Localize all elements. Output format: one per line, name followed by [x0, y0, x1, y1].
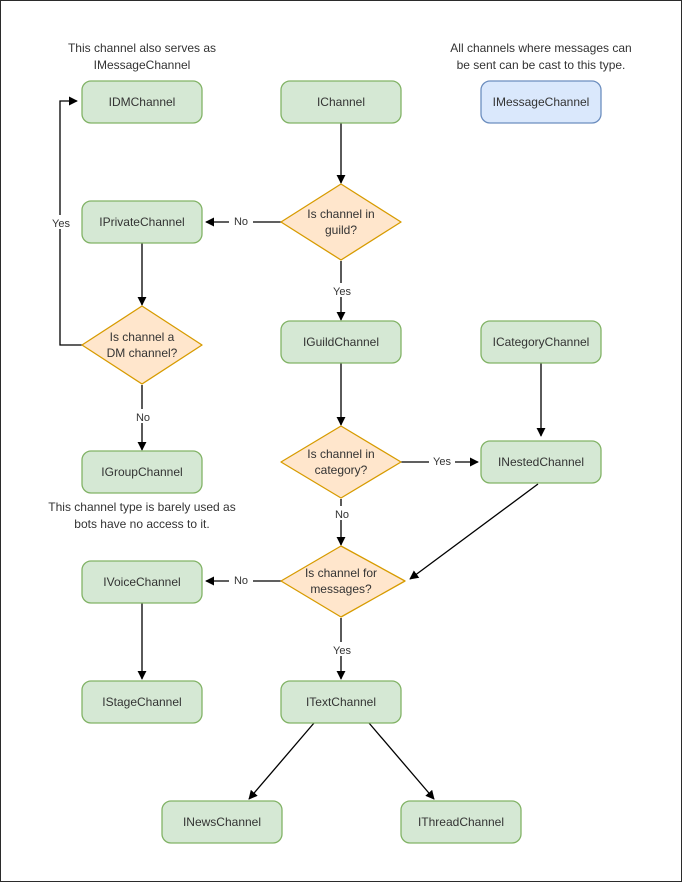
node-itextchannel[interactable]: ITextChannel: [280, 680, 402, 724]
node-iguildchannel[interactable]: IGuildChannel: [280, 320, 402, 364]
edge-itextchannel-to-ithreadchannel: [368, 722, 435, 800]
node-igroupchannel[interactable]: IGroupChannel: [81, 450, 203, 494]
node-istagechannel-label: IStageChannel: [102, 695, 181, 709]
node-ivoicechannel-box[interactable]: [81, 560, 203, 604]
node-itextchannel-label: ITextChannel: [306, 695, 376, 709]
node-icategorychannel-box[interactable]: [480, 320, 602, 364]
node-ithreadchannel-label: IThreadChannel: [418, 815, 504, 829]
note-message-line2: be sent can be cast to this type.: [457, 58, 626, 72]
node-ichannel-box[interactable]: [280, 80, 402, 124]
node-idmchannel[interactable]: IDMChannel: [81, 80, 203, 124]
decision-guild-line2: guild?: [325, 223, 357, 237]
node-istagechannel-box[interactable]: [81, 680, 203, 724]
edge-inestedchannel-to-messages-decision: [409, 483, 539, 580]
node-inewschannel-label: INewsChannel: [183, 815, 261, 829]
edge-label-category-yes: Yes: [433, 456, 451, 468]
node-itextchannel-box[interactable]: [280, 680, 402, 724]
node-imessagechannel[interactable]: IMessageChannel: [480, 80, 602, 124]
edge-label-messages-yes: Yes: [333, 645, 351, 657]
node-ichannel[interactable]: IChannel: [280, 80, 402, 124]
edge-label-bg-dm-yes: [48, 215, 74, 229]
decision-is-channel-in-category[interactable]: Is channel in category?: [280, 425, 402, 499]
decision-is-channel-in-guild[interactable]: Is channel in guild?: [280, 183, 402, 261]
node-igroupchannel-box[interactable]: [81, 450, 203, 494]
node-imessagechannel-box[interactable]: [480, 80, 602, 124]
note-message-channel: All channels where messages can be sent …: [450, 41, 631, 72]
decision-dm-line1: Is channel a: [110, 330, 175, 344]
edge-label-dm-no: No: [136, 412, 150, 424]
edge-label-category-no: No: [335, 509, 349, 521]
edge-label-guild-yes: Yes: [333, 286, 351, 298]
note-message-line1: All channels where messages can: [450, 41, 631, 55]
node-ichannel-label: IChannel: [317, 95, 365, 109]
node-inestedchannel[interactable]: INestedChannel: [480, 440, 602, 484]
node-ithreadchannel-box[interactable]: [400, 800, 522, 844]
node-inewschannel[interactable]: INewsChannel: [161, 800, 283, 844]
node-iprivatechannel-label: IPrivateChannel: [99, 215, 184, 229]
node-inewschannel-box[interactable]: [161, 800, 283, 844]
note-dm-line1: This channel also serves as: [68, 41, 216, 55]
node-iguildchannel-label: IGuildChannel: [303, 335, 379, 349]
edge-itextchannel-to-inewschannel: [248, 722, 315, 800]
edge-label-bg-guild-no: [229, 213, 253, 227]
note-dm-line2: IMessageChannel: [94, 58, 191, 72]
decision-dm-line2: DM channel?: [107, 346, 178, 360]
edge-label-guild-no: No: [234, 216, 248, 228]
decision-category-line2: category?: [315, 463, 368, 477]
decision-messages-line2: messages?: [310, 582, 372, 596]
edge-label-bg-category-no: [330, 506, 354, 520]
node-iprivatechannel-box[interactable]: [81, 200, 203, 244]
note-group-line2: bots have no access to it.: [74, 517, 209, 531]
node-igroupchannel-label: IGroupChannel: [101, 465, 182, 479]
edge-label-bg-category-yes: [429, 453, 455, 467]
decision-category-shape[interactable]: [280, 425, 402, 499]
node-imessagechannel-label: IMessageChannel: [493, 95, 590, 109]
decision-messages-line1: Is channel for: [305, 566, 377, 580]
node-inestedchannel-label: INestedChannel: [498, 455, 584, 469]
decision-dm-shape[interactable]: [81, 305, 203, 385]
edge-label-messages-no: No: [234, 575, 248, 587]
node-iprivatechannel[interactable]: IPrivateChannel: [81, 200, 203, 244]
edge-label-bg-messages-no: [229, 572, 253, 586]
decision-guild-line1: Is channel in: [307, 207, 374, 221]
node-istagechannel[interactable]: IStageChannel: [81, 680, 203, 724]
note-group-line1: This channel type is barely used as: [48, 500, 235, 514]
note-group-channel: This channel type is barely used as bots…: [48, 500, 235, 531]
node-ivoicechannel[interactable]: IVoiceChannel: [81, 560, 203, 604]
node-ivoicechannel-label: IVoiceChannel: [103, 575, 180, 589]
decision-is-channel-a-dm-channel[interactable]: Is channel a DM channel?: [81, 305, 203, 385]
node-idmchannel-label: IDMChannel: [109, 95, 176, 109]
edge-label-bg-messages-yes: [329, 642, 355, 656]
node-ithreadchannel[interactable]: IThreadChannel: [400, 800, 522, 844]
node-idmchannel-box[interactable]: [81, 80, 203, 124]
edge-label-bg-dm-no: [131, 409, 155, 423]
edge-label-bg-guild-yes: [329, 283, 355, 297]
decision-messages-shape[interactable]: [280, 545, 406, 618]
node-iguildchannel-box[interactable]: [280, 320, 402, 364]
decision-is-channel-for-messages[interactable]: Is channel for messages?: [280, 545, 406, 618]
note-dm-channel: This channel also serves as IMessageChan…: [68, 41, 216, 72]
node-inestedchannel-box[interactable]: [480, 440, 602, 484]
decision-guild-shape[interactable]: [280, 183, 402, 261]
decision-category-line1: Is channel in: [307, 447, 374, 461]
edge-label-dm-yes: Yes: [52, 218, 70, 230]
node-icategorychannel[interactable]: ICategoryChannel: [480, 320, 602, 364]
node-icategorychannel-label: ICategoryChannel: [493, 335, 590, 349]
